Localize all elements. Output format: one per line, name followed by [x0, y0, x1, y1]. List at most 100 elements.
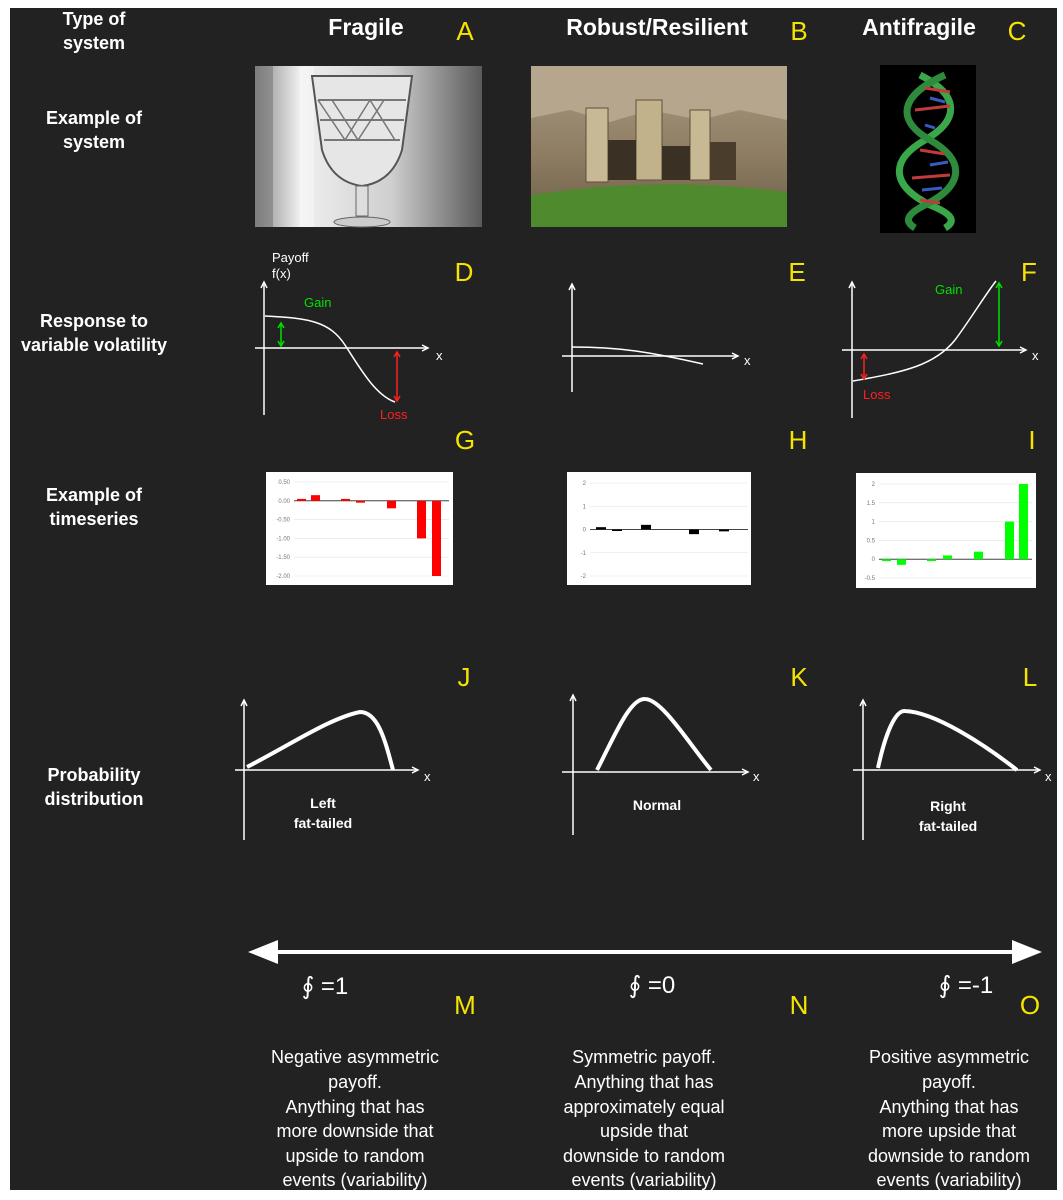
column-title-antifragile: Antifragile: [862, 14, 976, 40]
row-label-timeseries-1: Example of: [46, 485, 143, 505]
desc-fragile-6: events (variability): [282, 1170, 427, 1190]
desc-antifragile-6: events (variability): [876, 1170, 1021, 1190]
payoff-fragile-x-label: x: [436, 348, 443, 363]
timeseries-robust-panel: [567, 472, 751, 585]
letter-b: B: [790, 16, 807, 46]
convexity-robust: ∮ =0: [629, 972, 676, 999]
wine-glass-image: [255, 66, 482, 228]
timeseries-bar: [927, 559, 936, 562]
timeseries-bar: [974, 551, 983, 560]
dist-right-name-1: Right: [930, 798, 966, 814]
payoff-axis-label-fx: f(x): [272, 266, 291, 281]
row-label-response-2: variable volatility: [21, 335, 167, 355]
tick-label: 0.00: [278, 499, 290, 505]
letter-k: K: [790, 662, 808, 692]
letter-h: H: [789, 425, 808, 455]
desc-robust-5: downside to random: [563, 1146, 725, 1166]
gain-label-fragile: Gain: [304, 295, 331, 310]
loss-label-fragile: Loss: [380, 407, 408, 422]
distribution-right: [853, 698, 1042, 840]
letter-d: D: [455, 257, 474, 287]
row-label-example-1: Example of: [46, 108, 143, 128]
timeseries-bar: [1019, 484, 1028, 560]
tick-label: 2: [872, 482, 876, 488]
desc-antifragile-4: more upside that: [882, 1121, 1016, 1141]
desc-fragile-2: payoff.: [328, 1072, 382, 1092]
row-label-probability-1: Probability: [47, 765, 140, 785]
tick-label: 1.5: [867, 501, 876, 507]
dna-image: [880, 65, 976, 233]
payoff-fragile: [255, 280, 430, 415]
distribution-left: [235, 698, 420, 840]
desc-antifragile-5: downside to random: [868, 1146, 1030, 1166]
tick-label: 0.5: [867, 538, 876, 544]
tick-label: 1: [583, 504, 587, 510]
tick-label: -0.50: [276, 518, 290, 524]
timeseries-bar: [311, 495, 320, 501]
timeseries-bar: [689, 529, 699, 535]
timeseries-robust-chart: 2 1 0 -1 -2: [567, 472, 751, 585]
desc-robust-3: approximately equal: [563, 1097, 724, 1117]
tick-label: 0.50: [278, 480, 290, 486]
letter-n: N: [790, 990, 809, 1020]
dist-normal-x-label: x: [753, 769, 760, 784]
dist-left-name-2: fat-tailed: [294, 815, 352, 831]
column-title-robust: Robust/Resilient: [566, 14, 748, 40]
timeseries-bar: [943, 555, 952, 560]
row-label-timeseries-2: timeseries: [49, 509, 138, 529]
stone-temple-image: [531, 66, 787, 227]
panel-letters: A B C D E F G H I J K L M N O: [454, 16, 1040, 1020]
spectrum-arrow: [248, 940, 1042, 964]
letter-l: L: [1023, 662, 1037, 692]
column-title-fragile: Fragile: [328, 14, 403, 40]
desc-robust-1: Symmetric payoff.: [572, 1047, 716, 1067]
desc-antifragile-3: Anything that has: [879, 1097, 1018, 1117]
tick-label: -0.5: [865, 576, 876, 582]
letter-j: J: [458, 662, 471, 692]
tick-label: -1: [581, 551, 587, 557]
convexity-antifragile: ∮ =-1: [939, 972, 994, 999]
convexity-values: ∮ =1 ∮ =0 ∮ =-1: [302, 972, 994, 1000]
desc-robust-4: upside that: [600, 1121, 688, 1141]
tick-label: 1: [872, 520, 876, 526]
payoff-antifragile-curve: [852, 280, 997, 382]
timeseries-bar: [432, 500, 441, 576]
timeseries-antifragile-chart: 21.510.50-0.5: [856, 473, 1036, 588]
letter-i: I: [1028, 425, 1035, 455]
dist-normal-curve: [595, 697, 713, 772]
row-label-type-1: Type of: [63, 9, 127, 29]
distribution-names: Left fat-tailed Normal Right fat-tailed: [294, 795, 977, 834]
timeseries-fragile-chart: 0.500.00-0.50-1.00-1.50-2.00: [266, 472, 453, 585]
desc-antifragile-2: payoff.: [922, 1072, 976, 1092]
convexity-fragile: ∮ =1: [302, 973, 349, 1000]
dist-right-curve: [876, 709, 1019, 772]
letter-o: O: [1020, 990, 1040, 1020]
tick-label: 0: [583, 528, 587, 534]
dist-right-name-2: fat-tailed: [919, 818, 977, 834]
desc-fragile-4: more downside that: [276, 1121, 433, 1141]
desc-antifragile-1: Positive asymmetric: [869, 1047, 1029, 1067]
dist-right-x-label: x: [1045, 769, 1052, 784]
payoff-robust-x-label: x: [744, 353, 751, 368]
payoff-fragile-curve: [264, 315, 396, 403]
row-label-response-1: Response to: [40, 311, 148, 331]
tick-label: -1.50: [276, 555, 290, 561]
distribution-x-labels: x x x: [424, 769, 1052, 784]
timeseries-bar: [417, 500, 426, 539]
timeseries-bar: [297, 498, 306, 501]
descriptions: Negative asymmetric payoff. Anything tha…: [271, 1047, 1030, 1190]
timeseries-bar: [341, 498, 350, 501]
tick-label: 2: [583, 481, 587, 487]
column-titles: Fragile Robust/Resilient Antifragile: [328, 14, 976, 40]
letter-m: M: [454, 990, 476, 1020]
distribution-normal: [562, 693, 750, 835]
tick-label: -2: [581, 574, 587, 580]
timeseries-bar: [719, 529, 729, 532]
payoff-antifragile-x-label: x: [1032, 348, 1039, 363]
row-label-probability-2: distribution: [45, 789, 144, 809]
payoff-antifragile: [842, 280, 1028, 418]
timeseries-bar: [1005, 521, 1014, 560]
payoff-robust-curve: [571, 346, 704, 365]
timeseries-bar: [596, 527, 606, 530]
payoff-fragile-labels: Payoff f(x) x Gain Loss: [272, 250, 443, 422]
